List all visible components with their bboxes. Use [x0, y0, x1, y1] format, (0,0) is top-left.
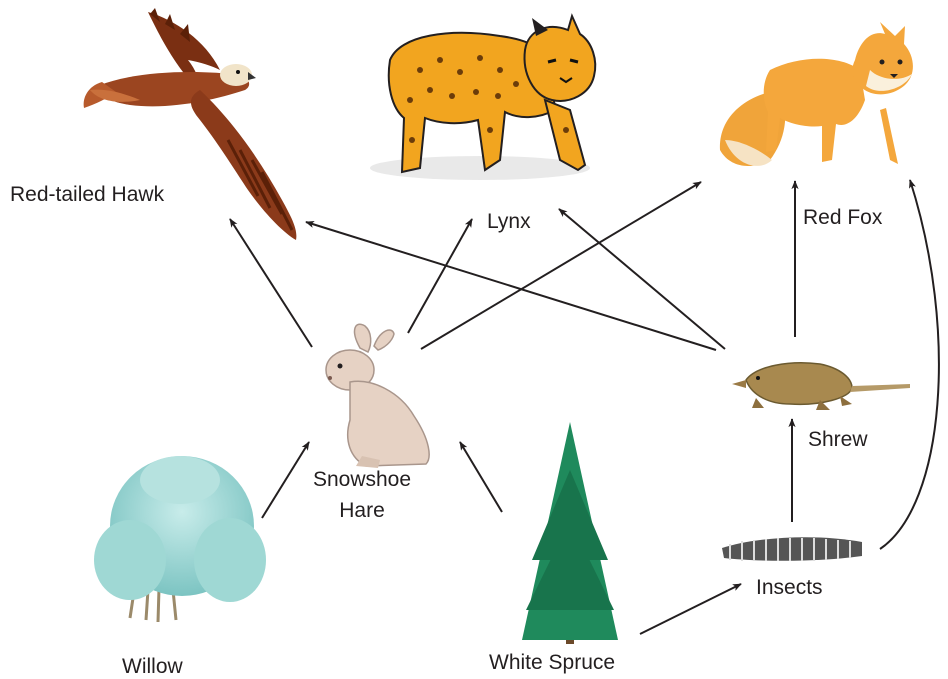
- label-red-fox: Red Fox: [803, 205, 882, 230]
- arrow-shrew-to-lynx: [559, 209, 725, 349]
- arrow-insects-to-fox: [880, 180, 939, 549]
- label-shrew: Shrew: [808, 427, 868, 452]
- label-white-spruce: White Spruce: [489, 650, 615, 675]
- white-spruce-image: [522, 422, 618, 644]
- label-insects: Insects: [756, 575, 823, 600]
- arrow-spruce-to-hare: [460, 442, 502, 512]
- arrow-hare-to-lynx: [408, 219, 472, 333]
- lynx-image: [370, 16, 595, 180]
- arrow-hare-to-fox: [421, 182, 701, 349]
- label-willow: Willow: [122, 654, 183, 679]
- label-red-tailed-hawk: Red-tailed Hawk: [10, 182, 164, 207]
- label-snowshoe-hare: Snowshoe Hare: [310, 467, 414, 523]
- willow-image: [94, 456, 266, 622]
- label-snowshoe-hare-line1: Snowshoe: [310, 467, 414, 492]
- snowshoe-hare-image: [326, 324, 429, 468]
- red-fox-image: [720, 22, 913, 166]
- label-snowshoe-hare-line2: Hare: [310, 498, 414, 523]
- arrow-spruce-to-insects: [640, 584, 741, 634]
- label-lynx: Lynx: [487, 209, 531, 234]
- insects-image: [722, 537, 862, 561]
- arrow-willow-to-hare: [262, 442, 309, 518]
- arrow-hare-to-hawk: [230, 219, 312, 347]
- shrew-image: [732, 363, 910, 410]
